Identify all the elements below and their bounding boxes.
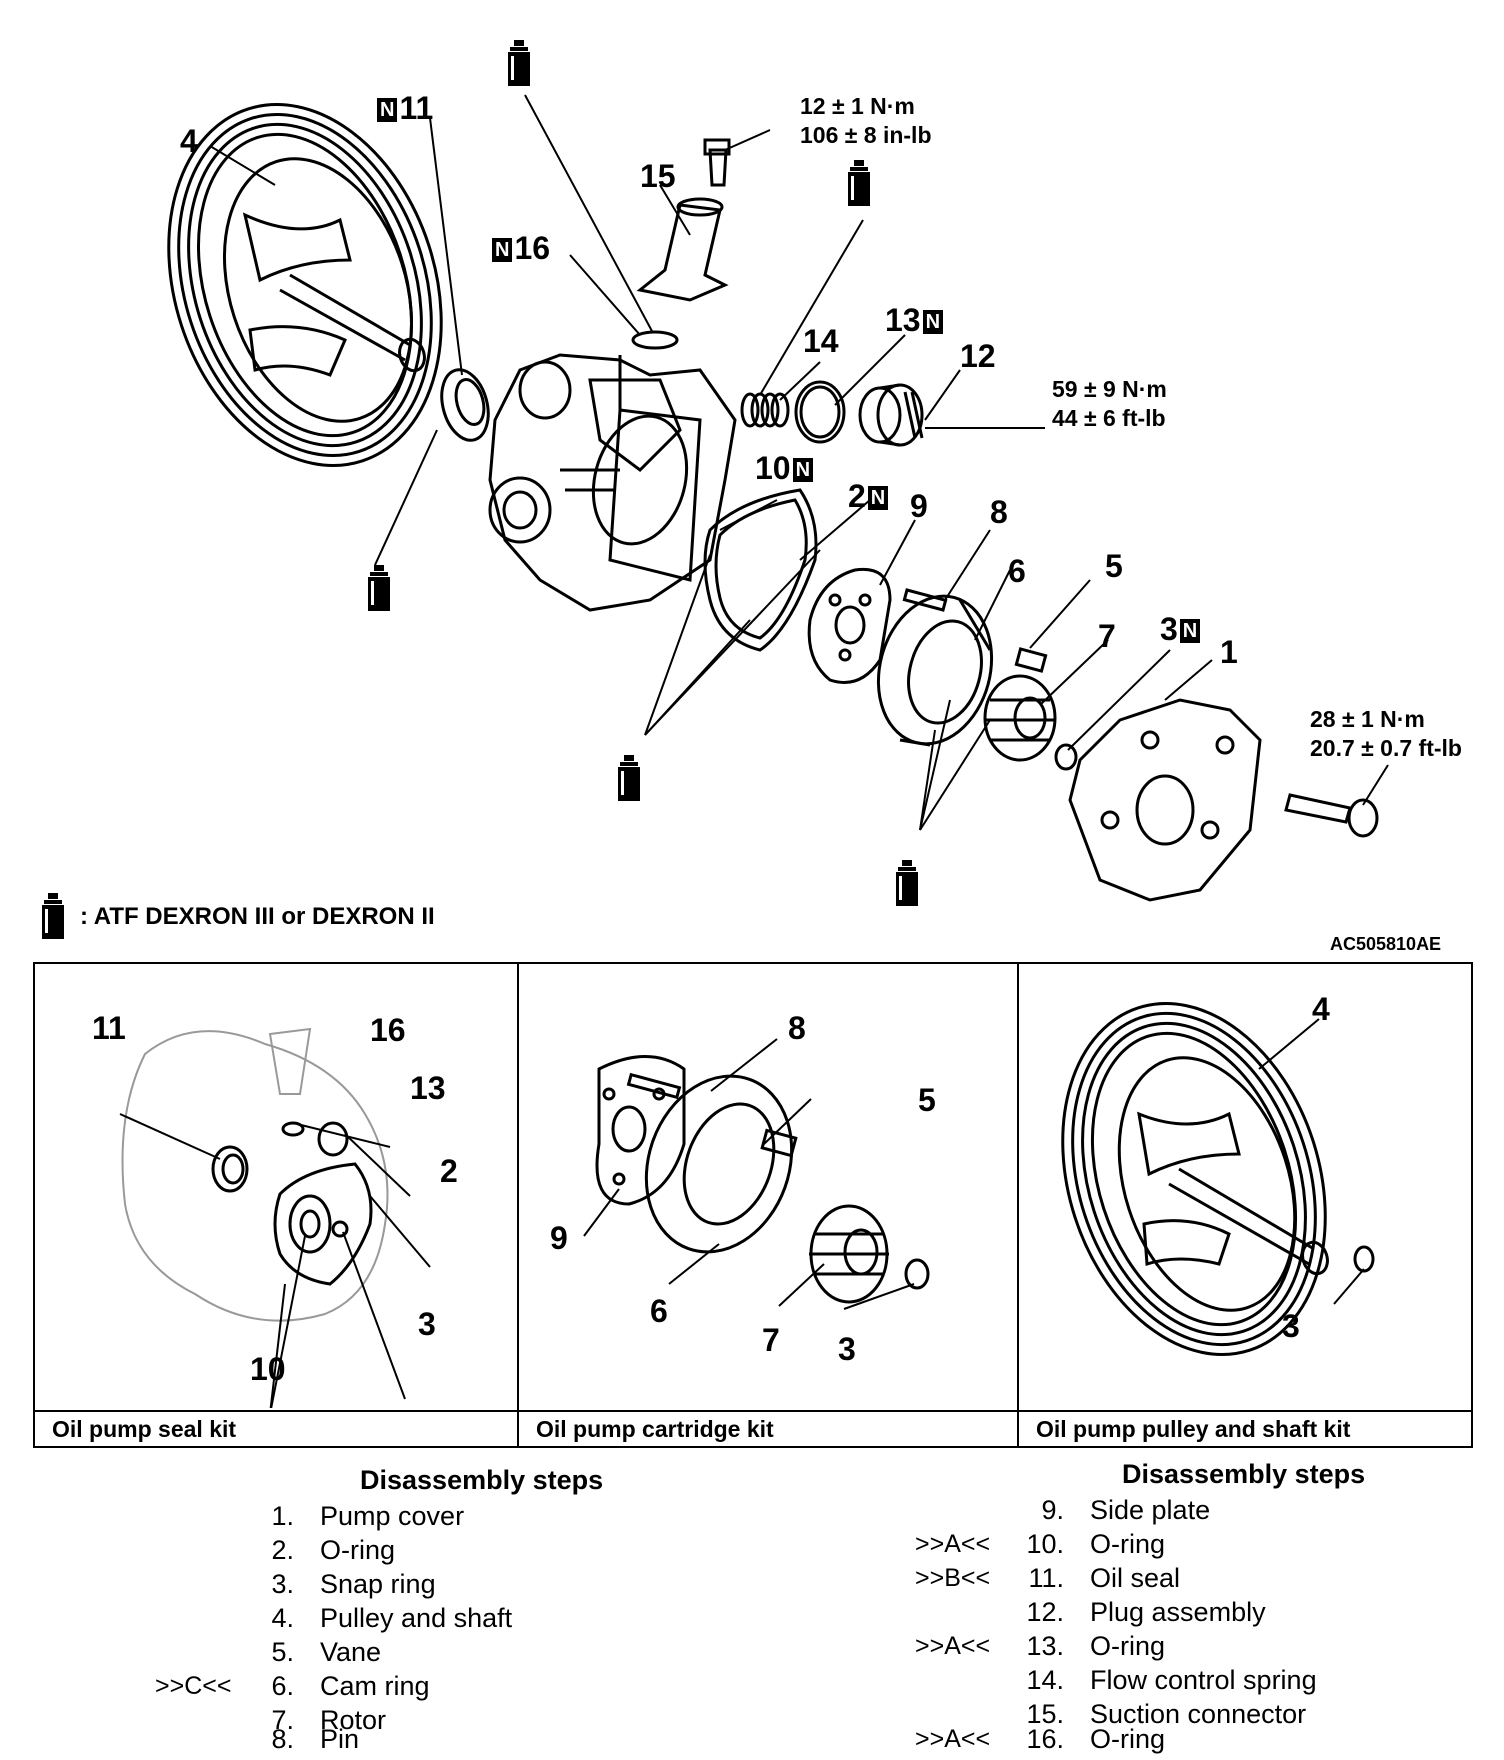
cartridge-kit-label-6: 6 xyxy=(650,1293,668,1329)
leader-lines xyxy=(209,94,1389,831)
step-ref: >>A<< xyxy=(915,1725,991,1753)
callout-1: 1 xyxy=(1220,634,1238,670)
vane-drawing xyxy=(1014,647,1048,673)
torque-spec-12: 59 ± 9 N·m 44 ± 6 ft-lb xyxy=(1052,376,1167,431)
pump-cover-drawing xyxy=(1068,698,1262,902)
atf-bottle-icon xyxy=(848,160,870,206)
cam-ring-drawing xyxy=(876,594,994,747)
seal-kit-label-11: 11 xyxy=(92,1010,126,1046)
step-item: 2.O-ring xyxy=(271,1535,396,1565)
step-item: 14.Flow control spring xyxy=(1026,1665,1317,1695)
step-item: 3.Snap ring xyxy=(271,1569,436,1599)
step-ref: >>A<< xyxy=(915,1530,991,1558)
pin-drawing xyxy=(902,588,948,612)
callout-9: 9 xyxy=(910,488,928,524)
step-item: 13.O-ring xyxy=(1026,1631,1166,1661)
cartridge-kit-label-9: 9 xyxy=(550,1220,568,1256)
kit-divider xyxy=(1017,962,1019,1448)
step-item: 5.Vane xyxy=(271,1637,382,1667)
callout-15: 15 xyxy=(640,158,676,194)
step-item: 4.Pulley and shaft xyxy=(271,1603,513,1633)
steps-left-heading: Disassembly steps xyxy=(360,1465,604,1495)
atf-bottle-icon xyxy=(368,565,390,611)
pump-body-drawing xyxy=(488,353,737,612)
pulley-kit-label-3: 3 xyxy=(1282,1308,1300,1344)
steps-right-heading: Disassembly steps xyxy=(1122,1459,1366,1489)
cartridge-kit-label-5: 5 xyxy=(918,1082,936,1118)
snap-ring-drawing xyxy=(1054,743,1078,771)
rotor-drawing xyxy=(983,674,1057,762)
callout-12: 12 xyxy=(960,338,996,374)
pulley-and-shaft-drawing xyxy=(167,103,443,467)
atf-bottle-icon xyxy=(618,755,640,801)
cartridge-kit-label-8: 8 xyxy=(788,1010,806,1046)
step-item: 11.Oil seal xyxy=(1028,1563,1181,1593)
figure-code: AC505810AE xyxy=(1330,934,1442,954)
seal-kit-label-13: 13 xyxy=(410,1070,446,1106)
seal-kit-label-2: 2 xyxy=(440,1153,458,1189)
o-ring-13-drawing xyxy=(794,380,846,444)
step-item: 6.Cam ring xyxy=(271,1671,430,1701)
plug-assembly-drawing xyxy=(858,383,924,447)
atf-bottle-icon xyxy=(896,860,918,906)
step-ref: >>A<< xyxy=(915,1632,991,1660)
new-part-badge: N xyxy=(377,98,398,122)
suction-connector-drawing xyxy=(631,138,731,350)
step-item: 1.Pump cover xyxy=(271,1501,465,1531)
new-part-badge: N xyxy=(867,486,889,510)
step-item: 12.Plug assembly xyxy=(1026,1597,1266,1627)
step-item: 16.O-ring xyxy=(1026,1724,1166,1754)
callout-6: 6 xyxy=(1008,553,1026,589)
pulley-kit-drawing xyxy=(1061,1002,1375,1356)
cartridge-kit-label-3: 3 xyxy=(838,1331,856,1367)
exploded-view-drawing xyxy=(42,40,1389,939)
side-plate-drawing xyxy=(807,567,892,684)
cover-bolt-drawing xyxy=(1284,793,1379,838)
step-item: 9.Side plate xyxy=(1041,1495,1211,1525)
kit-title-seal: Oil pump seal kit xyxy=(52,1416,237,1442)
kit-divider xyxy=(517,962,519,1448)
atf-bottle-icon xyxy=(508,40,530,86)
cartridge-kit-drawing xyxy=(583,1038,930,1310)
callout-4: 4 xyxy=(180,123,198,159)
seal-kit-drawing xyxy=(119,1027,431,1408)
cartridge-kit-label-7: 7 xyxy=(762,1322,780,1358)
new-part-badge: N xyxy=(792,458,814,482)
step-item: 8.Pin xyxy=(271,1724,360,1754)
new-part-badge: N xyxy=(922,310,944,334)
new-part-badge: N xyxy=(492,238,513,262)
seal-kit-label-10: 10 xyxy=(250,1351,286,1387)
step-item: 10.O-ring xyxy=(1026,1529,1166,1559)
callout-7: 7 xyxy=(1098,618,1116,654)
o-ring-10-drawing xyxy=(703,488,818,652)
kit-panels-frame xyxy=(33,962,1473,1448)
kit-title-divider xyxy=(33,1410,1473,1412)
pulley-kit-label-4: 4 xyxy=(1312,991,1330,1027)
atf-legend: : ATF DEXRON III or DEXRON II xyxy=(80,903,435,930)
step-item: 15.Suction connector xyxy=(1026,1699,1307,1729)
step-ref: >>C<< xyxy=(155,1672,232,1700)
new-part-badge: N xyxy=(1179,619,1201,643)
kit-title-cartridge: Oil pump cartridge kit xyxy=(536,1416,774,1442)
step-item: 7.Rotor xyxy=(271,1705,387,1735)
seal-kit-label-16: 16 xyxy=(370,1012,406,1048)
kit-title-pulley-shaft: Oil pump pulley and shaft kit xyxy=(1036,1416,1351,1442)
atf-bottle-legend-icon xyxy=(42,893,64,939)
seal-kit-label-3: 3 xyxy=(418,1306,436,1342)
callout-5: 5 xyxy=(1105,548,1123,584)
torque-spec-1: 28 ± 1 N·m 20.7 ± 0.7 ft-lb xyxy=(1310,706,1462,761)
callout-8: 8 xyxy=(990,494,1008,530)
step-ref: >>B<< xyxy=(915,1564,991,1592)
callout-14: 14 xyxy=(803,323,839,359)
oil-seal-drawing xyxy=(440,368,490,442)
torque-spec-15: 12 ± 1 N·m 106 ± 8 in-lb xyxy=(800,93,932,148)
